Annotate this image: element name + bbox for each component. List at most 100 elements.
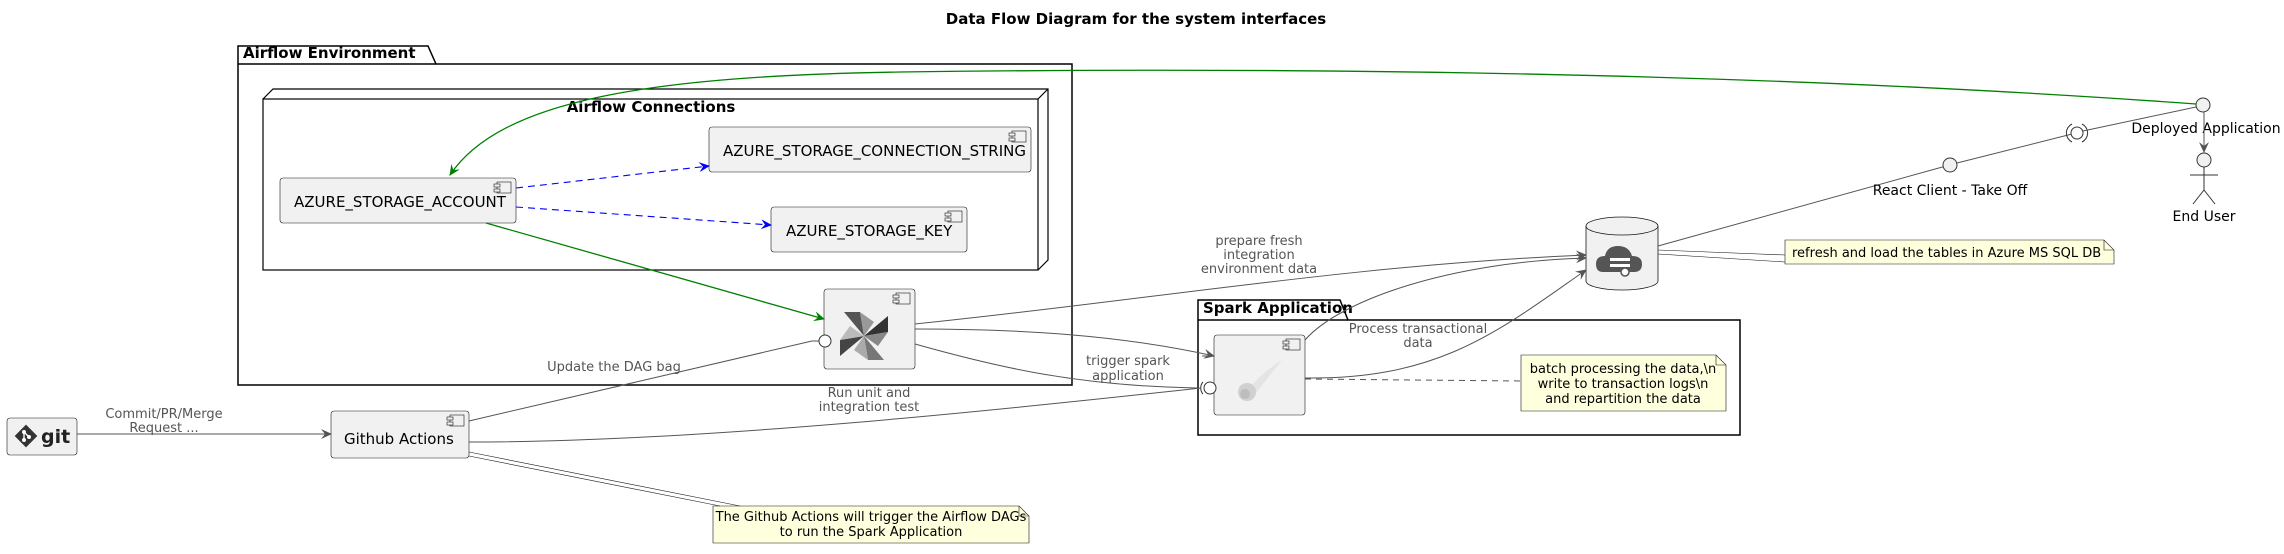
git-source[interactable]: git (6, 417, 78, 456)
azure-storage-key-label: AZURE_STORAGE_KEY (786, 222, 953, 241)
edge-account-to-connection-string (515, 162, 710, 189)
spark-required-socket (1200, 381, 1204, 395)
edge-label-update-dag: Update the DAG bag (547, 360, 681, 375)
edge-label-trigger-line1: trigger spark (1086, 354, 1170, 369)
end-user-actor[interactable]: End User (2173, 152, 2236, 225)
component-box (708, 126, 1032, 173)
note-db-line1: refresh and load the tables in Azure MS … (1792, 246, 2101, 261)
component-box (279, 177, 517, 224)
edge-account-to-key (515, 206, 772, 230)
git-label: git (41, 426, 70, 448)
edge-label-prepare-line3: environment data (1201, 262, 1317, 277)
spark-application-package: Spark Application (1197, 299, 1741, 436)
note-fold (1715, 355, 1726, 366)
note-connector-2 (468, 455, 721, 507)
react-client-label: React Client - Take Off (1873, 183, 2028, 199)
edge-label-commit-line2: Request ... (129, 421, 198, 436)
spark-package-frame (1197, 299, 1741, 436)
edge-label-commit-line1: Commit/PR/Merge (105, 407, 222, 422)
edge-label-prepare-line1: prepare fresh (1215, 234, 1302, 249)
component-spark[interactable] (1213, 334, 1306, 416)
note-db-connector-2 (1657, 253, 1786, 263)
edge-deployed-to-storage-account (449, 69, 2197, 176)
note-spark-connector (1304, 378, 1522, 382)
user-stick-figure-icon (2190, 152, 2218, 205)
dag-interface-circle (818, 334, 832, 348)
edge-label-process-line1: Process transactional (1349, 322, 1487, 337)
component-icon (1282, 338, 1301, 351)
deployed-app-interface-circle (2070, 126, 2084, 140)
note-box (712, 505, 1030, 544)
edge-label-process-line2: data (1403, 336, 1432, 351)
component-icon (493, 181, 512, 194)
note-github-actions: The Github Actions will trigger the Airf… (468, 451, 1030, 544)
component-icon (1008, 130, 1027, 143)
airflow-package-label: Airflow Environment (243, 44, 416, 62)
airflow-package-frame (237, 45, 1073, 386)
diagram-title: Data Flow Diagram for the system interfa… (946, 10, 1326, 28)
edge-account-to-dag (485, 222, 825, 322)
note-box (1520, 354, 1727, 412)
note-spark-line3: and repartition the data (1545, 392, 1701, 407)
edge-label-run-tests-line2: integration test (819, 400, 920, 415)
edge-spark-to-db-upper (1304, 253, 1587, 341)
component-airflow-dag[interactable] (823, 288, 916, 370)
end-user-label: End User (2173, 209, 2236, 225)
component-azure-storage-key[interactable]: AZURE_STORAGE_KEY (770, 206, 968, 253)
note-fold (2103, 240, 2114, 251)
spark-package-label: Spark Application (1203, 299, 1353, 317)
airflow-connections-label: Airflow Connections (567, 98, 736, 116)
azure-storage-connection-string-label: AZURE_STORAGE_CONNECTION_STRING (723, 142, 1026, 161)
component-box (1213, 334, 1306, 416)
note-spark-line1: batch processing the data,\n (1530, 362, 1717, 377)
note-db: refresh and load the tables in Azure MS … (1657, 239, 2115, 265)
spark-interface-circle (1203, 381, 1217, 395)
deployed-application-label: Deployed Application (2131, 121, 2280, 137)
airflow-pinwheel-icon (840, 312, 888, 360)
edge-label-run-tests-line1: Run unit and (828, 386, 911, 401)
component-icon (446, 414, 465, 427)
edge-socket-to-deployed-app (2082, 106, 2197, 132)
edge-dag-to-spark-trigger (914, 343, 1198, 389)
edge-github-to-spark (468, 387, 1202, 443)
azure-storage-account-label: AZURE_STORAGE_ACCOUNT (294, 193, 507, 212)
note-spark: batch processing the data,\n write to tr… (1304, 354, 1727, 412)
note-spark-line2: write to transaction logs\n (1538, 377, 1709, 392)
airflow-environment-package: Airflow Environment (237, 44, 1073, 386)
azure-sql-database[interactable] (1585, 216, 1659, 291)
node-3d-corner (1037, 88, 1049, 100)
edge-label-trigger-line2: application (1092, 369, 1164, 384)
deployed-app-circle (2195, 97, 2211, 113)
react-client-interface[interactable]: React Client - Take Off (1873, 157, 2028, 199)
edge-db-to-react-client (1657, 165, 1947, 247)
component-icon (892, 292, 911, 305)
github-actions-label: Github Actions (344, 430, 454, 448)
edge-react-to-socket (1956, 133, 2073, 164)
deployed-app-socket (2065, 123, 2073, 143)
azure-cloud-database-icon (1596, 246, 1642, 277)
react-client-circle (1942, 157, 1958, 173)
edge-github-to-dag (468, 340, 813, 422)
airflow-connections-node: Airflow Connections (262, 88, 1049, 271)
edge-dag-to-db (914, 250, 1587, 325)
deployed-app-socket-right (2081, 123, 2089, 143)
note-fold (1018, 506, 1029, 517)
db-cylinder-top (1585, 216, 1659, 236)
note-connector (468, 451, 741, 507)
component-github-actions[interactable]: Github Actions (330, 410, 470, 459)
spark-comet-icon (1238, 360, 1282, 401)
note-github-line1: The Github Actions will trigger the Airf… (715, 510, 1027, 525)
component-icon (944, 210, 963, 223)
component-azure-storage-connection-string[interactable]: AZURE_STORAGE_CONNECTION_STRING (708, 126, 1032, 173)
deployed-application[interactable]: Deployed Application (2131, 97, 2281, 137)
component-box (770, 206, 968, 253)
edge-spark-to-db-process (1304, 269, 1587, 379)
edge-label-prepare-line2: integration (1223, 248, 1294, 263)
note-db-connector (1657, 249, 1786, 256)
note-github-line2: to run the Spark Application (780, 525, 963, 540)
component-azure-storage-account[interactable]: AZURE_STORAGE_ACCOUNT (279, 177, 517, 224)
note-box (1784, 239, 2115, 265)
edge-dag-to-spark-upper (914, 328, 1215, 359)
